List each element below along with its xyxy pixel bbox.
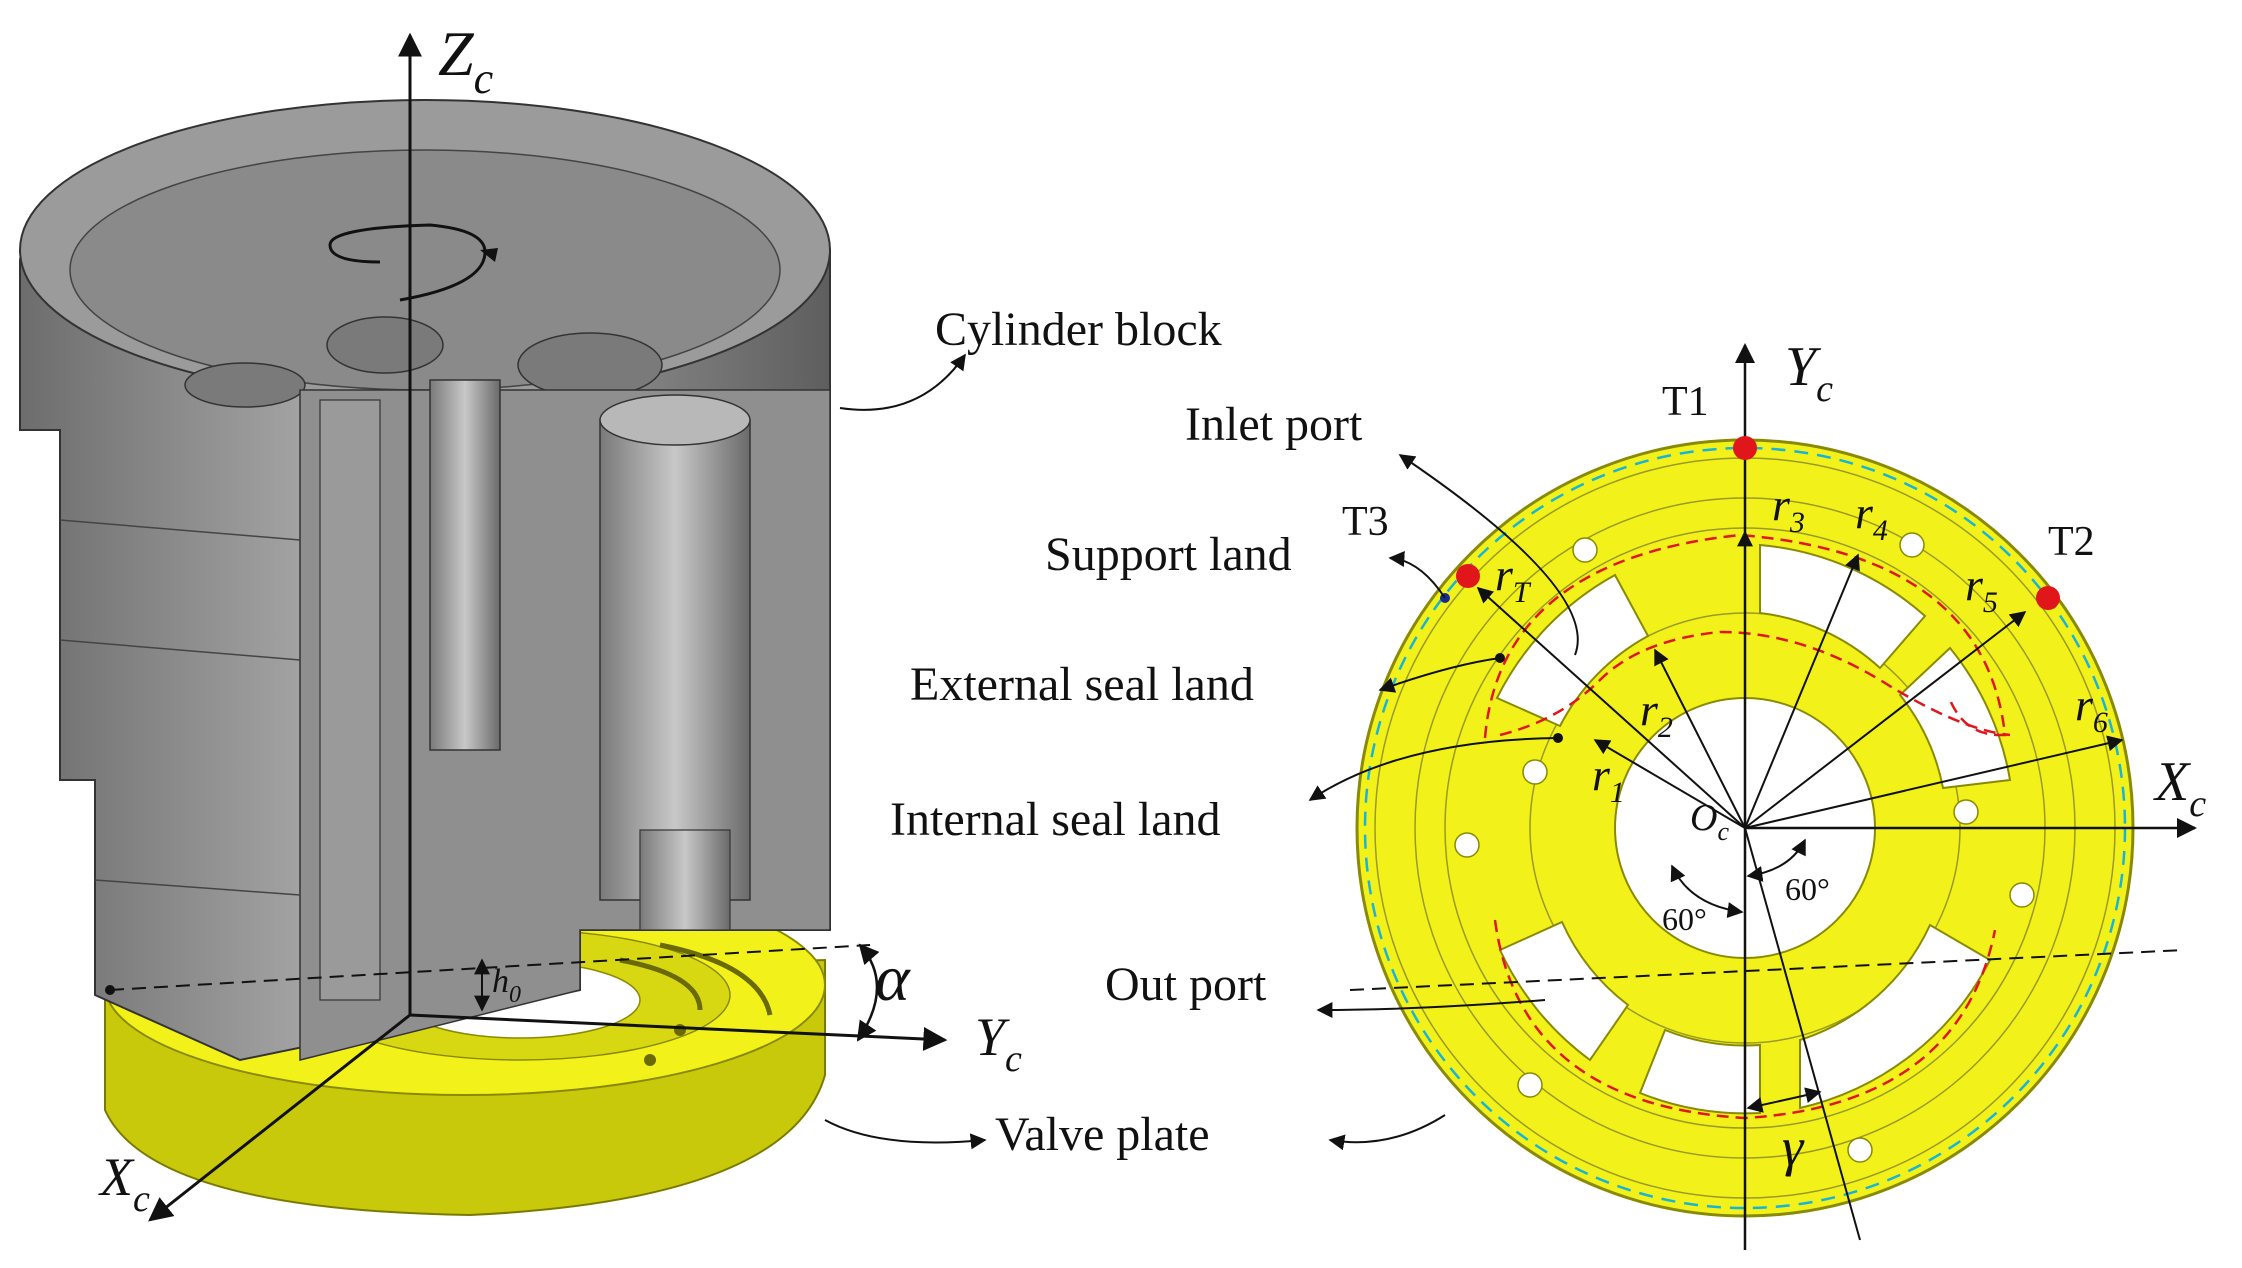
r2-arrow	[1654, 648, 1746, 829]
r6-arrow	[1744, 735, 2124, 829]
rt-label: rT	[1495, 549, 1532, 609]
internal-seal-leader	[1308, 737, 1559, 801]
yc-label-right: Yc	[1785, 336, 1833, 410]
temperature-point-t1	[1733, 436, 1757, 460]
r4-label: r4	[1855, 487, 1888, 547]
temperature-point-t2	[2036, 586, 2060, 610]
assembly-3d-view: Zc Yc Xc h0 α Cylinder block Valve plate	[19, 18, 1446, 1222]
out-port-leader	[1316, 999, 1546, 1018]
alpha-arc	[856, 943, 880, 1042]
xc-label-right: Xc	[2153, 751, 2206, 825]
cylinder-block-leader	[839, 353, 966, 411]
tilt-line	[109, 944, 871, 991]
r5-label: r5	[1965, 559, 1998, 619]
yc-label-left: Yc	[975, 1007, 1022, 1080]
axes-3d	[105, 32, 948, 1222]
r1-label: r1	[1592, 749, 1625, 809]
r6-label: r6	[2075, 679, 2108, 739]
angle-arc-right	[1746, 838, 1806, 882]
valve-plate-leader	[824, 1119, 987, 1150]
t1-label: T1	[1662, 379, 1709, 425]
angle-arc-left	[1670, 864, 1744, 919]
external-seal-land-label: External seal land	[910, 658, 1254, 711]
gamma-label: γ	[1782, 1117, 1805, 1177]
temperature-point-t3	[1456, 564, 1480, 588]
outlet-kidney-1	[1498, 920, 1630, 1062]
r2-label: r2	[1640, 684, 1673, 744]
xc-axis	[148, 1013, 411, 1222]
r4-arrow	[1744, 553, 1860, 829]
support-land-leader	[1388, 550, 1446, 599]
external-seal-leader	[1378, 657, 1501, 693]
inlet-kidney-2	[1759, 543, 1927, 670]
valve-plate-top-view: Inlet port Support land External seal la…	[890, 336, 2206, 1250]
inlet-port-leader	[1398, 454, 1579, 656]
internal-seal-boundary-upper	[1499, 630, 2011, 737]
h0-label: h0	[492, 963, 521, 1008]
t2-label: T2	[2048, 519, 2095, 565]
angle-left-label: 60°	[1662, 901, 1707, 937]
r3-label: r3	[1772, 479, 1805, 539]
rotation-arrow	[328, 223, 487, 302]
t3-label: T3	[1342, 499, 1389, 545]
xc-label-left: Xc	[98, 1147, 150, 1220]
r5-arrow	[1744, 611, 2027, 829]
rt-arrow	[1476, 586, 1746, 829]
inlet-kidney-1	[1495, 573, 1650, 728]
outlet-kidney-2	[1638, 1028, 1761, 1115]
gamma-line	[1744, 827, 1861, 1241]
inlet-port-label: Inlet port	[1185, 398, 1363, 451]
external-seal-boundary	[1483, 533, 2007, 739]
zc-label: Zc	[438, 18, 494, 103]
dead-center-line	[1349, 949, 2186, 991]
angle-right-label: 60°	[1785, 871, 1830, 907]
yc-axis	[409, 1013, 948, 1051]
internal-seal-land-label: Internal seal land	[890, 793, 1221, 846]
oc-label: Oc	[1690, 797, 1729, 846]
cylinder-block-label: Cylinder block	[935, 303, 1222, 356]
out-port-label: Out port	[1105, 958, 1267, 1011]
valve-plate-right-leader	[1328, 1114, 1446, 1151]
cylinder-block-3d	[19, 98, 831, 1062]
alpha-label: α	[875, 942, 911, 1015]
gamma-arc	[1746, 1087, 1822, 1113]
support-land-label: Support land	[1045, 528, 1292, 581]
inlet-kidney-3	[1898, 646, 2012, 790]
r1-arrow	[1593, 739, 1746, 829]
valve-plate-label: Valve plate	[995, 1108, 1210, 1161]
